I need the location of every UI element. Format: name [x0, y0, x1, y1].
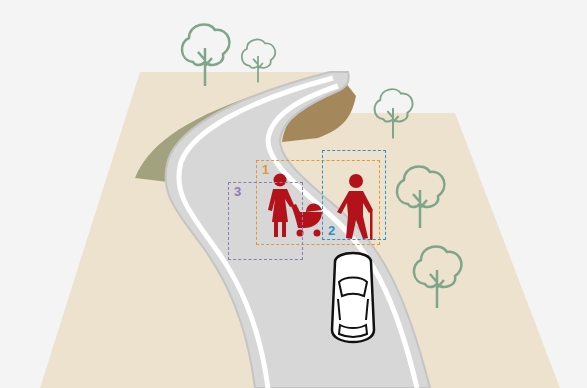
woman-with-stroller [268, 174, 322, 238]
road-edge-line [268, 86, 417, 388]
detection-box: 3 [228, 182, 303, 260]
detection-box: 2 [322, 150, 386, 240]
car [332, 253, 374, 342]
callout-number: 1 [257, 161, 379, 178]
ground [40, 72, 560, 388]
road [166, 72, 430, 388]
elderly-man-with-cane [337, 174, 373, 240]
trees [182, 24, 461, 308]
detection-box: 1 [256, 160, 380, 245]
callout-number: 2 [323, 222, 385, 239]
callout-number: 3 [229, 183, 302, 200]
